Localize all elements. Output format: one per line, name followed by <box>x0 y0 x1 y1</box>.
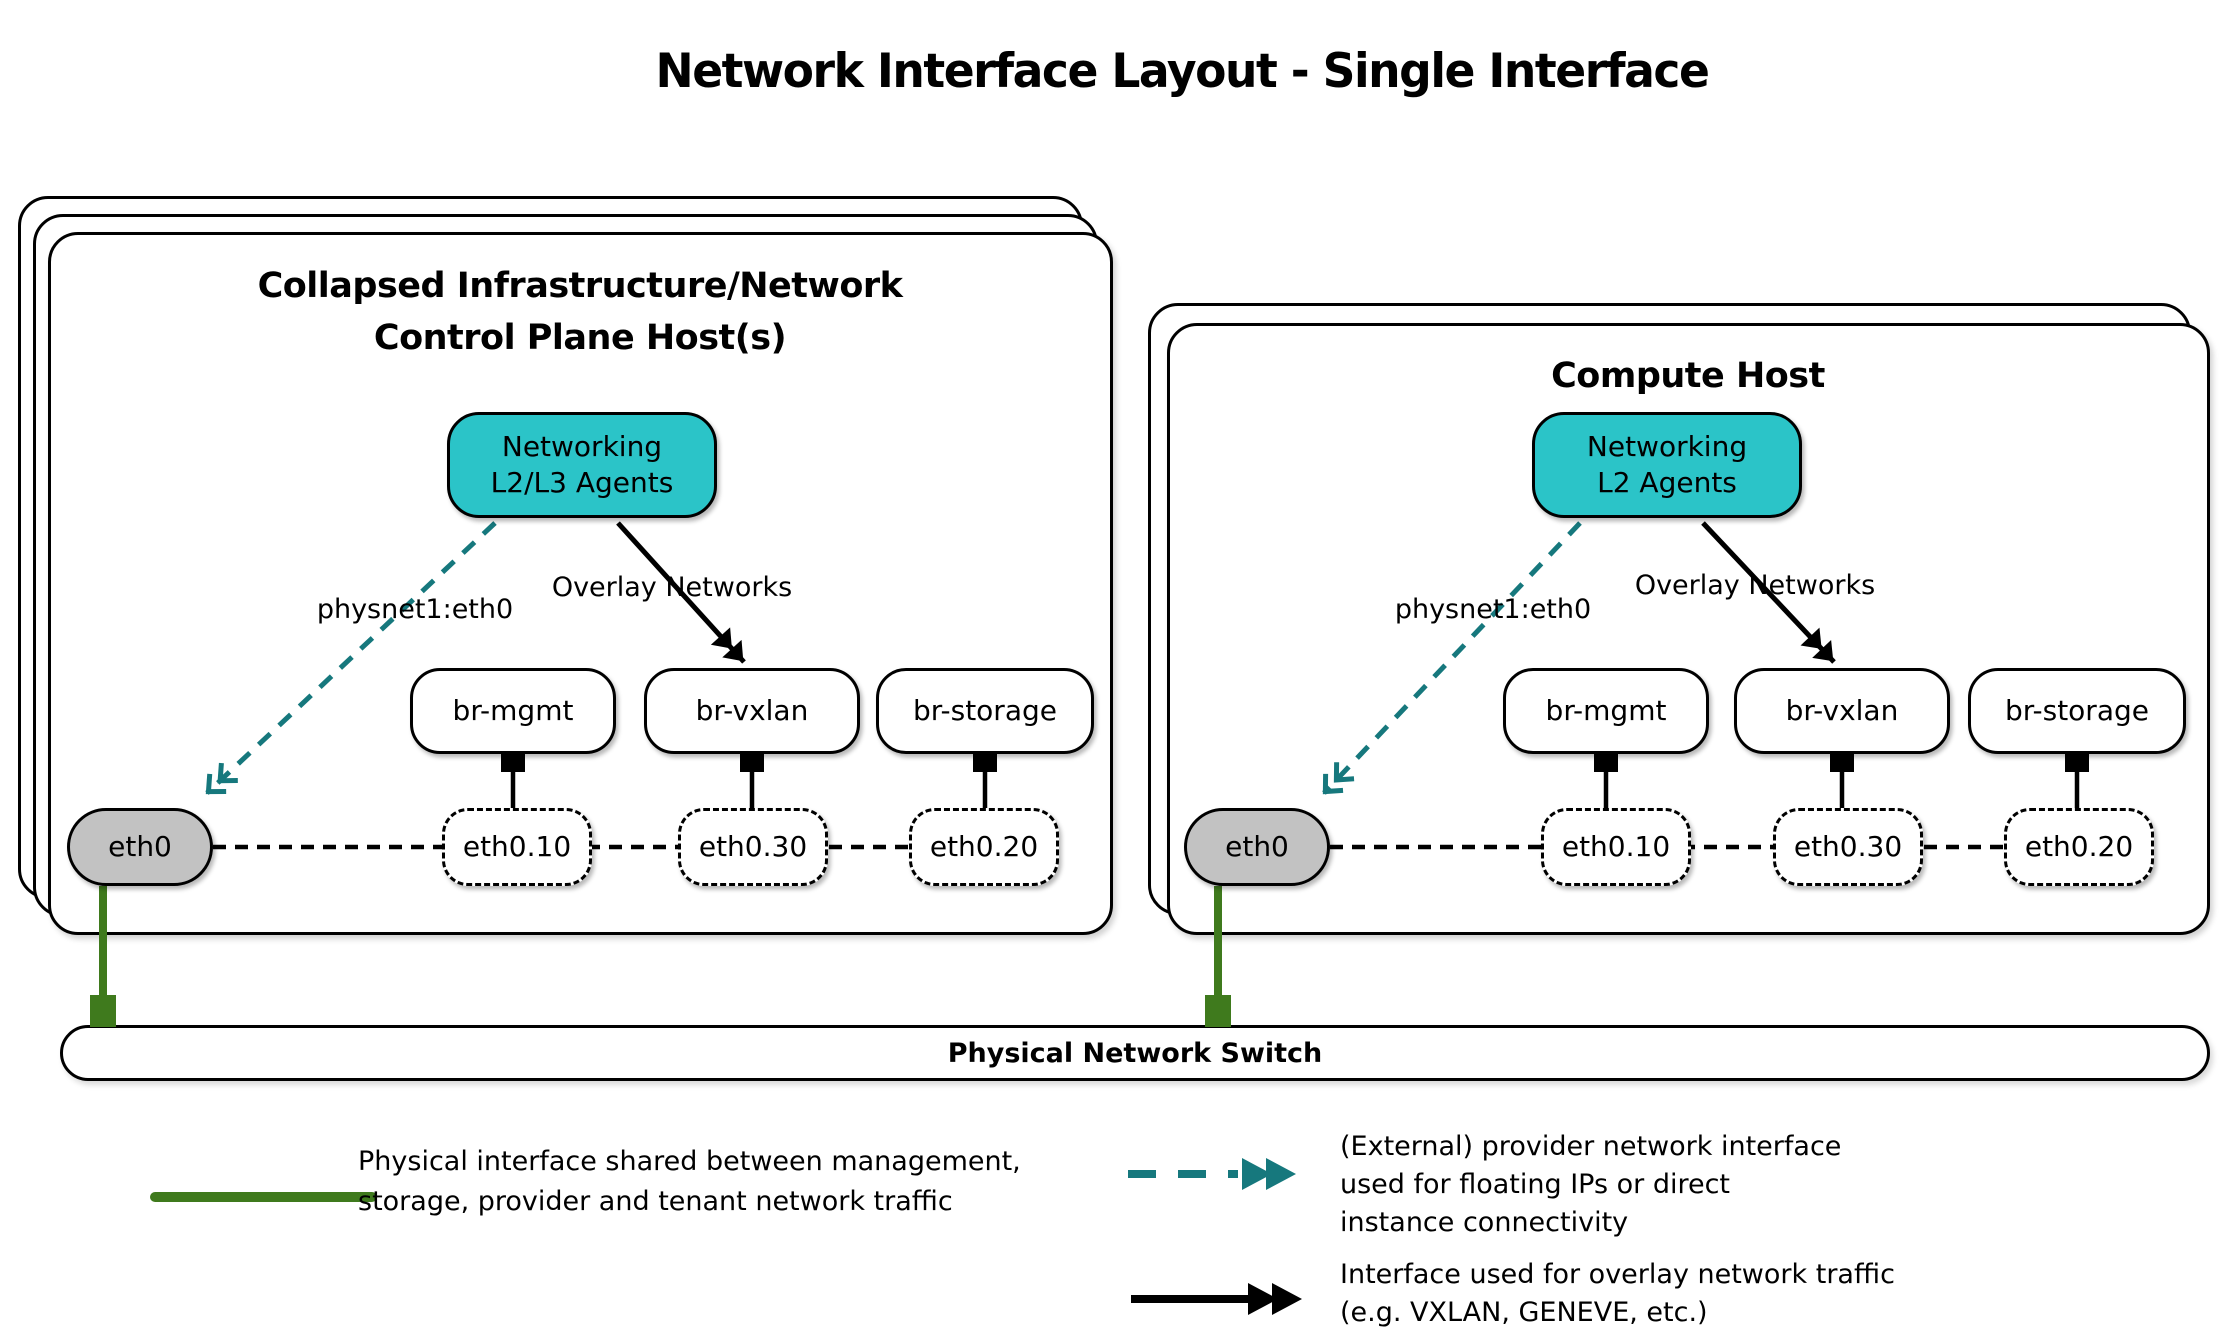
compute-br-mgmt-node: br-mgmt <box>1503 668 1709 754</box>
legend-physical-line2: storage, provider and tenant network tra… <box>358 1186 953 1217</box>
legend-provider-arrowhead-2 <box>1266 1158 1296 1190</box>
page-title: Network Interface Layout - Single Interf… <box>655 44 1710 99</box>
control-agent-label-line1: Networking <box>501 430 663 463</box>
physical-uplink-square-compute <box>1205 995 1231 1027</box>
control-br-vxlan-node: br-vxlan <box>644 668 860 754</box>
control-host-title: Collapsed Infrastructure/Network Control… <box>130 260 1030 364</box>
control-networking-agents-node: Networking L2/L3 Agents <box>447 412 717 518</box>
compute-overlay-edge-label: Overlay Networks <box>1634 570 1876 601</box>
legend-provider-line1: (External) provider network interface <box>1340 1131 1842 1162</box>
control-agent-label-line2: L2/L3 Agents <box>490 466 674 499</box>
legend-overlay-interface-text: Interface used for overlay network traff… <box>1340 1256 2040 1332</box>
control-overlay-edge-label: Overlay Networks <box>551 572 793 603</box>
legend-provider-line2: used for floating IPs or direct <box>1340 1169 1731 1200</box>
legend-overlay-arrowhead-2 <box>1272 1283 1302 1315</box>
control-br-mgmt-node: br-mgmt <box>410 668 616 754</box>
control-host-title-line2: Control Plane Host(s) <box>373 318 787 358</box>
legend-overlay-arrowhead-1 <box>1248 1283 1278 1315</box>
legend-physical-line1: Physical interface shared between manage… <box>358 1146 1021 1177</box>
compute-br-storage-node: br-storage <box>1968 668 2186 754</box>
legend-physical-interface-text: Physical interface shared between manage… <box>358 1142 1118 1222</box>
control-eth0-node: eth0 <box>67 808 213 886</box>
compute-agent-label-line1: Networking <box>1586 430 1748 463</box>
compute-br-vxlan-node: br-vxlan <box>1734 668 1950 754</box>
legend-provider-arrowhead-1 <box>1242 1158 1272 1190</box>
legend-overlay-line2: (e.g. VXLAN, GENEVE, etc.) <box>1340 1297 1708 1328</box>
compute-eth0.20-node: eth0.20 <box>2004 808 2154 886</box>
compute-networking-agents-node: Networking L2 Agents <box>1532 412 1802 518</box>
physical-uplink-square-control <box>90 995 116 1027</box>
compute-eth0.10-node: eth0.10 <box>1541 808 1691 886</box>
legend-provider-line3: instance connectivity <box>1340 1207 1629 1238</box>
legend-overlay-line1: Interface used for overlay network traff… <box>1340 1259 1895 1290</box>
compute-agent-label-line2: L2 Agents <box>1597 466 1737 499</box>
control-br-storage-node: br-storage <box>876 668 1094 754</box>
physical-network-switch: Physical Network Switch <box>60 1025 2210 1081</box>
control-host-title-line1: Collapsed Infrastructure/Network <box>257 266 903 306</box>
legend-provider-interface-text: (External) provider network interface us… <box>1340 1128 2040 1242</box>
control-eth0.30-node: eth0.30 <box>678 808 828 886</box>
compute-host-title: Compute Host <box>1551 356 1825 396</box>
control-eth0.20-node: eth0.20 <box>909 808 1059 886</box>
compute-eth0.30-node: eth0.30 <box>1773 808 1923 886</box>
control-eth0.10-node: eth0.10 <box>442 808 592 886</box>
compute-eth0-node: eth0 <box>1184 808 1330 886</box>
physical-network-switch-label: Physical Network Switch <box>947 1037 1323 1069</box>
